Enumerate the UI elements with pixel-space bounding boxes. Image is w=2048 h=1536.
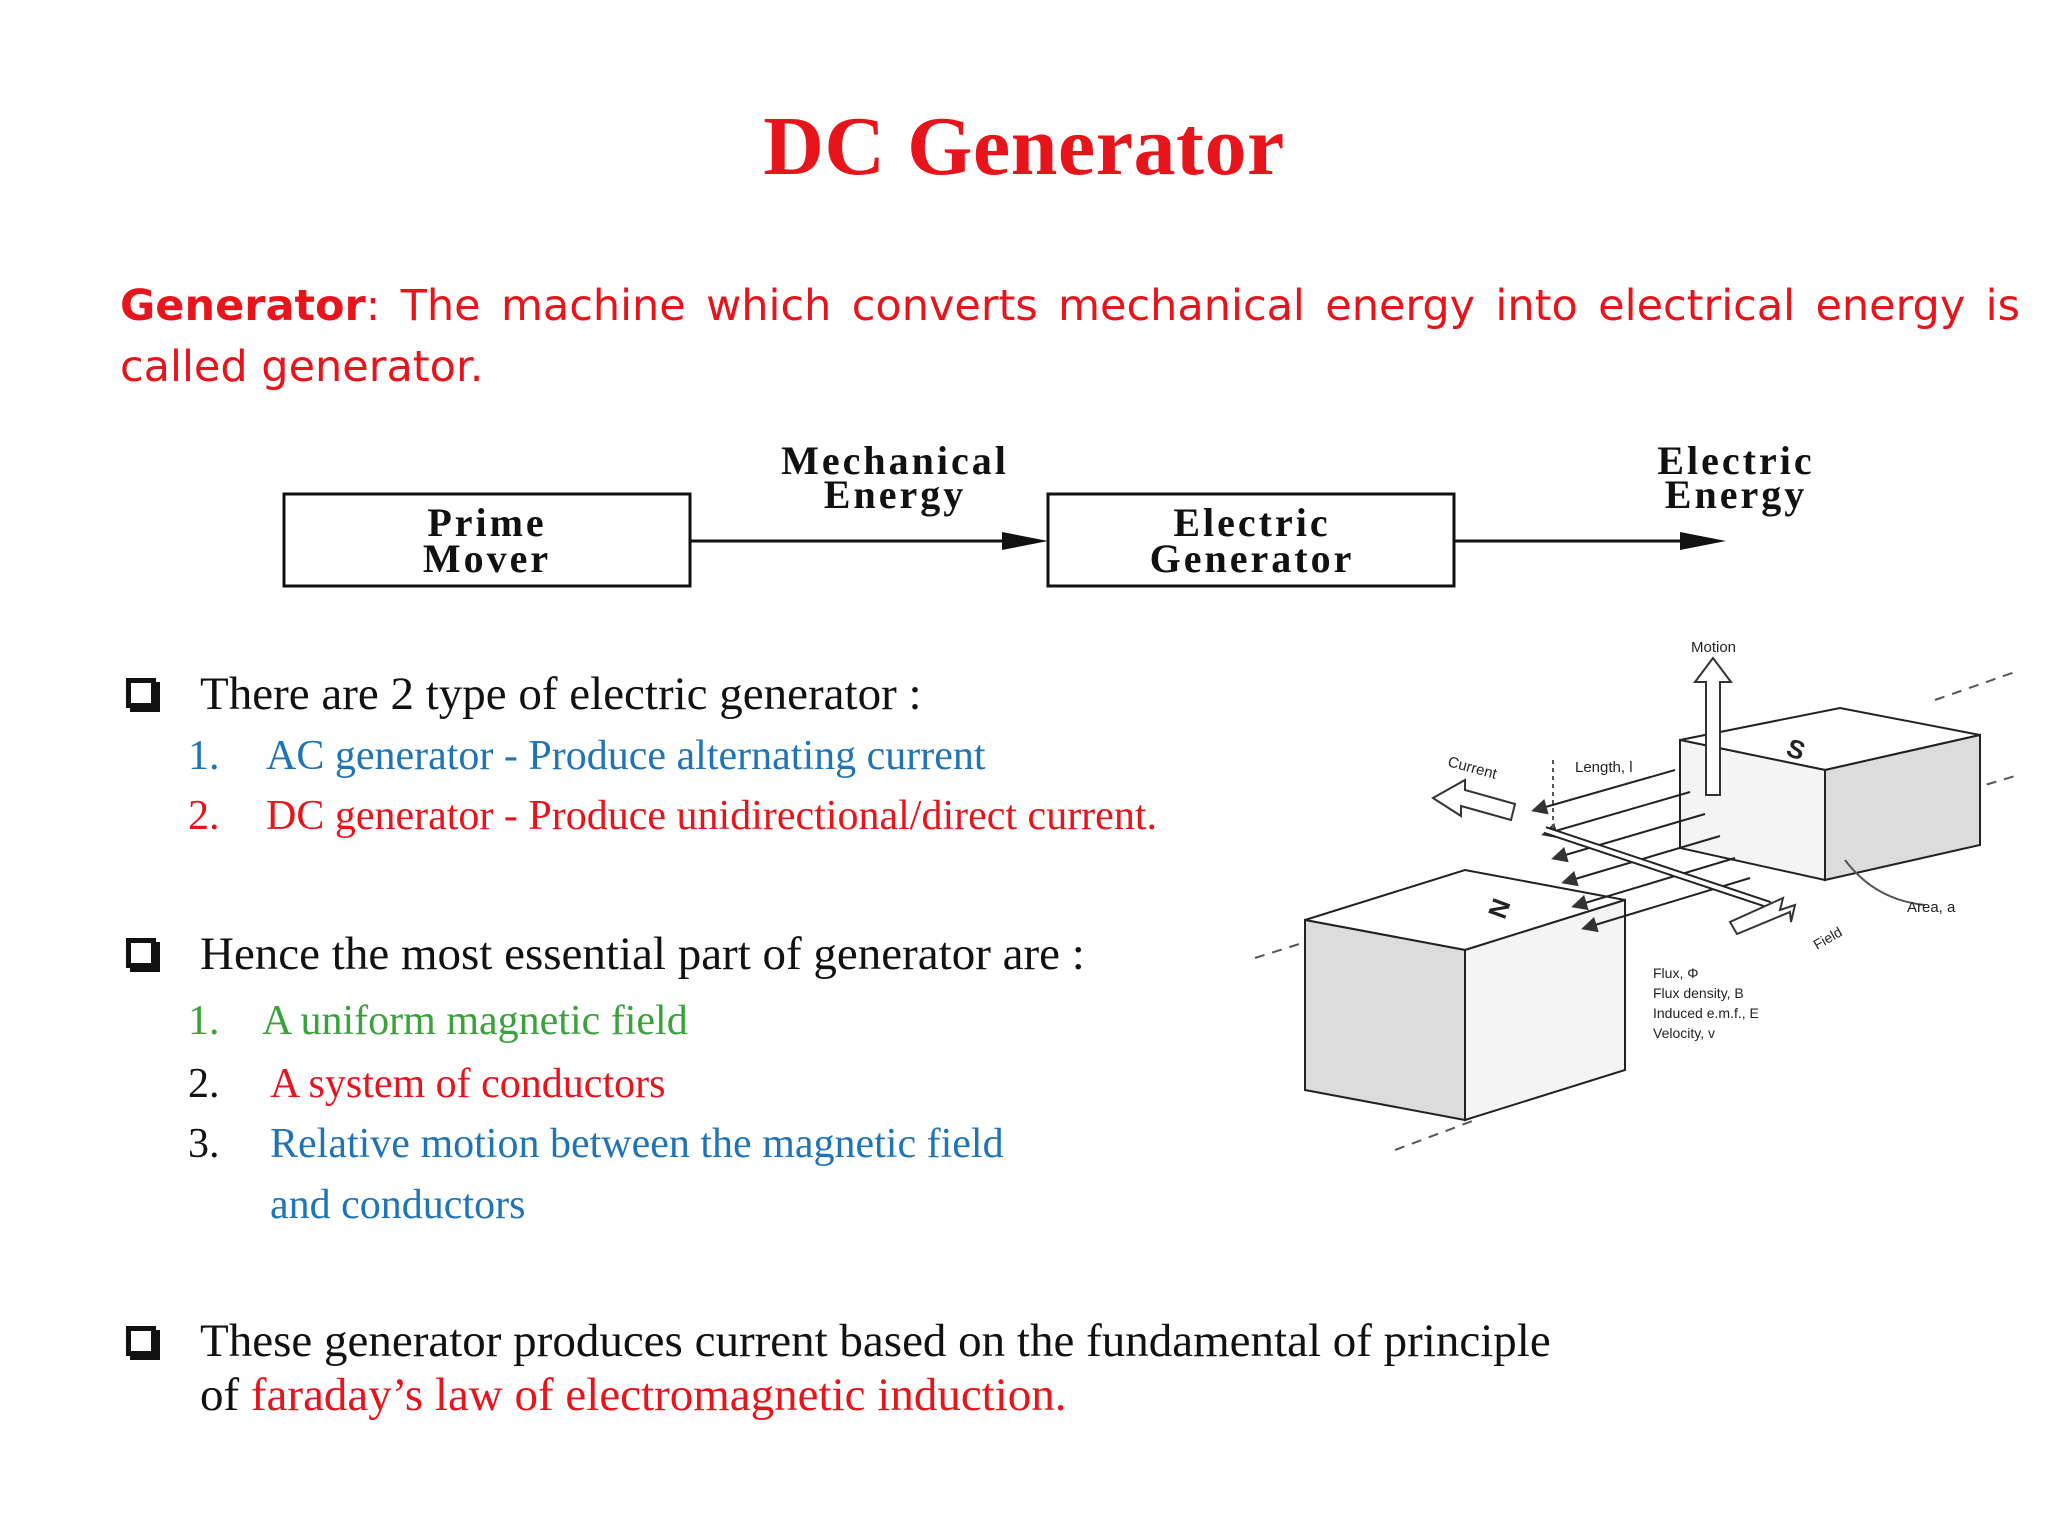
prime-mover-label-2: Mover — [423, 536, 551, 581]
essential-parts-heading: Hence the most essential part of generat… — [200, 928, 1085, 980]
list-number: 1. — [188, 998, 220, 1044]
legend-flux: Flux, Φ — [1653, 965, 1698, 981]
faraday-law-highlight: faraday’s law of electromagnetic inducti… — [250, 1369, 1067, 1421]
mechanical-label-1: Mechanical — [781, 440, 1009, 483]
list-text: Relative motion between the magnetic fie… — [270, 1121, 1004, 1167]
electric-generator-label-1: Electric — [1173, 500, 1330, 545]
electric-energy-label-2: Energy — [1665, 472, 1807, 517]
field-label: Field — [1811, 924, 1845, 953]
slide-title: DC Generator — [763, 100, 1285, 193]
generator-figure-svg: Motion S N Current Length, l Area, a Fie… — [1254, 639, 2016, 1151]
current-label: Current — [1446, 753, 1500, 783]
list-text: A system of conductors — [270, 1061, 666, 1107]
definition-separator: : — [365, 281, 381, 331]
legend-emf: Induced e.m.f., E — [1653, 1005, 1759, 1021]
electric-generator-label-2: Generator — [1150, 536, 1355, 581]
list-number: 1. — [188, 733, 220, 779]
list-text: AC generator - Produce alternating curre… — [266, 733, 986, 779]
faraday-line-2-prefix: of — [200, 1369, 251, 1421]
electric-arrow-head — [1680, 532, 1726, 550]
checkbox-bullet-icon — [126, 938, 156, 968]
list-number: 2. — [188, 1061, 220, 1107]
faraday-paragraph: These generator produces current based o… — [200, 1314, 1551, 1422]
list-text: DC generator - Produce unidirectional/di… — [266, 793, 1157, 839]
checkbox-bullet-icon — [126, 1326, 156, 1356]
mechanical-arrow-head — [1002, 532, 1048, 550]
prime-mover-box — [282, 492, 692, 588]
legend-velocity: Velocity, v — [1653, 1025, 1715, 1041]
checkbox-bullet-icon — [126, 678, 156, 708]
list-text: A uniform magnetic field — [262, 998, 688, 1044]
list-number: 2. — [188, 793, 220, 839]
area-label: Area, a — [1907, 899, 1956, 916]
list-text: and conductors — [270, 1182, 526, 1228]
motion-label: Motion — [1691, 639, 1736, 656]
types-heading: There are 2 type of electric generator : — [200, 668, 922, 720]
length-label: Length, l — [1575, 759, 1633, 776]
legend-flux-density: Flux density, B — [1653, 985, 1744, 1001]
energy-flow-svg: Prime Mover Mechanical Energy Electric G… — [282, 440, 1814, 588]
definition-text: The machine which converts mechanical en… — [120, 281, 2020, 392]
faraday-line-1: These generator produces current based o… — [200, 1315, 1551, 1367]
generator-definition: Generator: The machine which converts me… — [120, 276, 2020, 398]
definition-term: Generator — [120, 281, 366, 331]
mechanical-label-2: Energy — [824, 472, 966, 517]
prime-mover-label-1: Prime — [427, 500, 546, 545]
energy-flow-diagram: Prime Mover Mechanical Energy Electric G… — [0, 440, 2048, 600]
generator-principle-figure: Motion S N Current Length, l Area, a Fie… — [1235, 620, 2025, 1180]
list-number: 3. — [188, 1121, 220, 1167]
electric-energy-label-1: Electric — [1657, 440, 1814, 483]
electric-generator-box — [1046, 492, 1456, 588]
